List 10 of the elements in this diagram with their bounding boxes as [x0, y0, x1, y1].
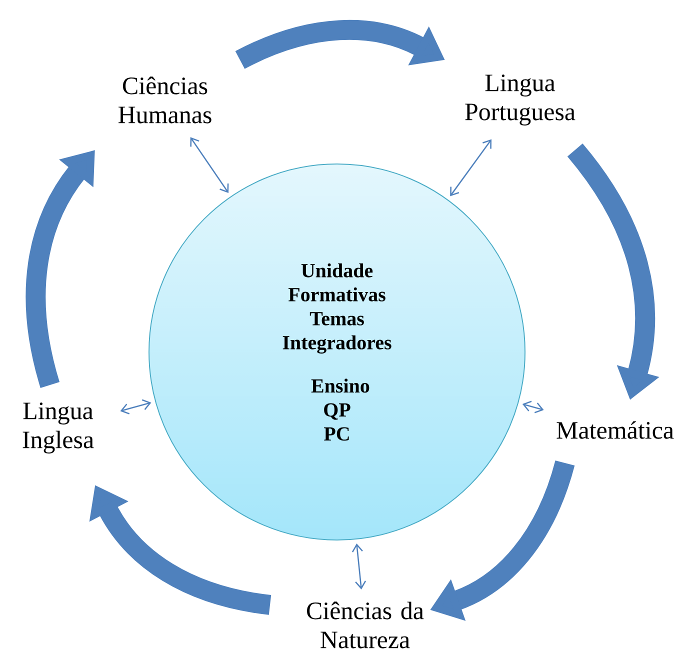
subject-label: Ciências Humanas: [118, 76, 212, 124]
subject-label: Lingua Portuguesa: [465, 74, 576, 126]
double-arrow: [352, 543, 366, 590]
double-arrow: [522, 400, 544, 414]
subject-label: Matemática: [556, 421, 674, 439]
double-arrow: [450, 139, 492, 196]
double-arrow: [120, 399, 152, 414]
subject-label: Ciências da Natureza: [307, 602, 424, 648]
double-arrow: [190, 137, 229, 193]
subject-label: Lingua Inglesa: [22, 402, 94, 454]
